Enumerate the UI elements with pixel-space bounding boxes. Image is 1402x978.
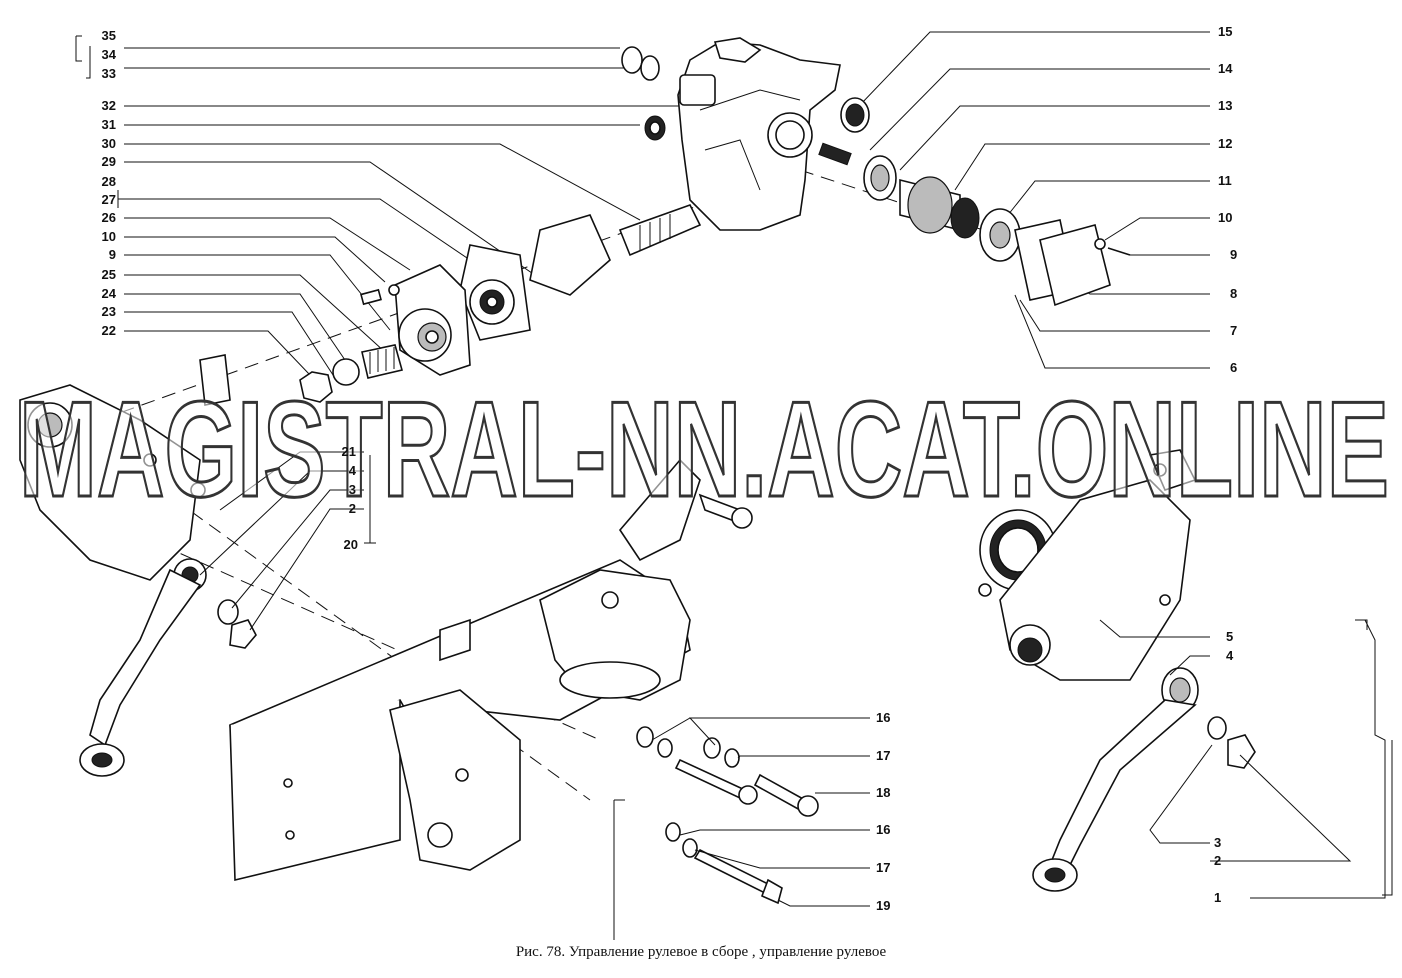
callout-left: 28 [101,174,116,189]
leader-lines-bottom [613,717,870,940]
callout-left: 31 [101,117,116,132]
callout-left: 10 [101,229,116,244]
callout-left: 24 [101,286,116,301]
callout-mid-left: 21 [341,444,356,459]
frame-bracket [229,458,753,882]
callout-mid-right: 4 [1226,648,1234,663]
right-steering-gear [978,449,1256,892]
callout-mid-left: 3 [348,482,356,497]
callout-left: 30 [101,136,116,151]
callout-left: 9 [108,247,116,262]
seal-rings-top [621,46,870,141]
callout-mid-right: 1 [1214,890,1222,905]
leader-lines-right [859,31,1210,369]
callout-bottom: 16 [876,822,891,837]
leader-lines-left [75,35,690,379]
callout-right: 7 [1230,323,1238,338]
callout-left: 34 [101,47,116,62]
left-steering-gear [19,354,257,777]
side-cover-right [1014,219,1131,307]
callout-bottom: 17 [876,860,891,875]
callout-left: 33 [101,66,116,81]
input-shaft-and-cardan [459,204,702,341]
callout-right: 12 [1218,136,1233,151]
callout-mid-left: 20 [343,537,358,552]
callout-mid-right: 5 [1226,629,1234,644]
callout-left: 23 [101,304,116,319]
callout-right: 10 [1218,210,1233,225]
watermark-text: MAGISTRAL-NN.ACAT.ONLINE [19,373,1389,525]
callout-left: 26 [101,210,116,225]
callout-left: 35 [101,28,116,43]
callout-mid-left: 4 [348,463,356,478]
callout-bottom: 19 [876,898,891,913]
callout-bottom: 17 [876,748,891,763]
leader-lines-middle [199,451,1393,899]
callout-bottom: 16 [876,710,891,725]
callout-left: 22 [101,323,116,338]
callout-left: 29 [101,154,116,169]
figure-caption: Рис. 78. Управление рулевое в сборе , уп… [515,944,887,960]
callout-right: 6 [1230,360,1238,375]
steering-gear-housing [677,37,841,231]
callout-bottom: 18 [876,785,891,800]
fasteners-bottom [636,726,819,905]
callout-right: 11 [1218,173,1232,188]
callout-mid-right: 3 [1214,835,1222,850]
worm-shaft-bearings [818,142,1021,262]
callout-left: 27 [101,192,116,207]
callout-right: 9 [1230,247,1238,262]
callout-mid-left: 2 [348,501,356,516]
callout-right: 15 [1218,24,1233,39]
callout-left: 25 [101,267,116,282]
callout-right: 13 [1218,98,1233,113]
watermark: MAGISTRAL-NN.ACAT.ONLINE [18,372,1391,527]
callout-right: 8 [1230,286,1238,301]
callout-right: 14 [1218,61,1233,76]
callout-mid-right: 2 [1214,853,1222,868]
left-cover-assembly [299,264,471,403]
callout-left: 32 [101,98,116,113]
